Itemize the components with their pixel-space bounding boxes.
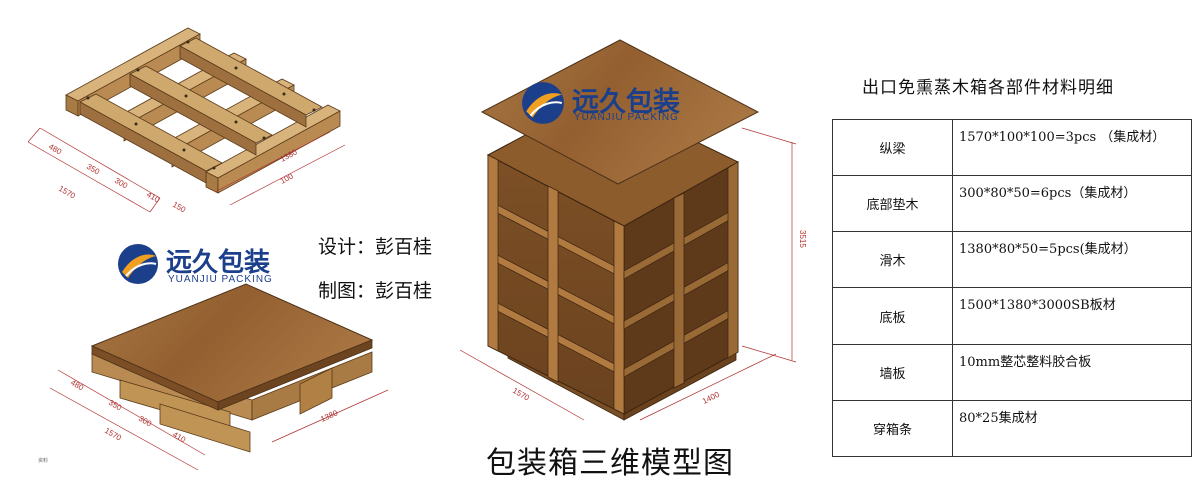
crate-lid (480, 39, 760, 185)
drafter-credit: 制图：彭百桂 (318, 280, 433, 302)
decked-pallet-drawing (49, 283, 389, 471)
logo-text-en: YUANJIU PACKING (168, 274, 273, 285)
designer-credit: 设计：彭百桂 (318, 236, 433, 258)
bom-part-cell: 穿箱条 (832, 399, 953, 458)
bom-part-cell: 底板 (832, 287, 953, 345)
dim-label: 1570 (57, 184, 77, 201)
bom-spec-cell: 300*80*50=6pcs（集成材） (952, 175, 1192, 233)
dim-label: 150 (171, 200, 188, 215)
dim-label: 350 (85, 162, 102, 177)
dim-label: 480 (69, 378, 86, 393)
bom-table: 纵梁 1570*100*100=3pcs （集成材） 底部垫木 300*80*5… (832, 118, 1192, 458)
dim-label: 410 (145, 190, 162, 205)
logo-text-en: YUANJIU PACKING (574, 112, 679, 123)
swoosh-icon (522, 82, 564, 124)
bom-spec-cell: 10mm整芯整料胶合板 (952, 343, 1192, 401)
dim-label: 350 (107, 398, 124, 413)
skid-beam (179, 37, 323, 128)
crate-battens-side (623, 161, 739, 389)
table-row: 底部垫木 300*80*50=6pcs（集成材） (832, 175, 1192, 233)
table-row: 滑木 1380*80*50=5pcs(集成材） (832, 231, 1192, 289)
swoosh-icon (118, 244, 158, 284)
pallet-deck-edge (217, 339, 373, 411)
small-mark: 资料 (38, 457, 48, 464)
bom-spec-cell: 1570*100*100=3pcs （集成材） (952, 118, 1192, 177)
logo-text-cn: 远久包装 (572, 87, 680, 118)
skid-beam (129, 65, 273, 156)
dim-label: 300 (137, 414, 154, 429)
brand-logo-on-lid: 远久包装 YUANJIU PACKING (520, 80, 720, 130)
dim-label: 100 (279, 171, 295, 185)
dim-label: 1380 (319, 408, 339, 424)
dim-label: 1570 (103, 426, 123, 443)
table-row: 穿箱条 80*25集成材 (832, 399, 1192, 458)
skid-bolts (86, 40, 316, 170)
dim-label: 300 (113, 176, 130, 191)
crate-drawing (459, 39, 797, 421)
table-row: 墙板 10mm整芯整料胶合板 (832, 343, 1192, 401)
skid-runner (205, 104, 341, 194)
brand-logo: 远久包装 YUANJIU PACKING (116, 240, 306, 290)
skid-dimension-lines (27, 127, 346, 213)
bom-spec-cell: 80*25集成材 (952, 399, 1192, 458)
bom-part-cell: 滑木 (832, 231, 953, 289)
bom-part-cell: 墙板 (832, 343, 953, 401)
crate-battens-front (487, 154, 625, 415)
bom-part-cell: 纵梁 (832, 118, 953, 177)
pallet-skid (159, 403, 251, 453)
bom-title: 出口免熏蒸木箱各部件材料明细 (862, 78, 1114, 98)
dim-label: 1400 (701, 390, 721, 406)
skid-beam (79, 93, 223, 184)
crate-dimension-lines (459, 127, 797, 421)
table-row: 底板 1500*1380*3000SB板材 (832, 287, 1192, 345)
skid-frame-drawing (27, 27, 346, 213)
pallet-skid (299, 367, 333, 415)
dim-label: 3515 (798, 230, 807, 248)
logo-text-cn: 远久包装 (166, 248, 271, 278)
bom-spec-cell: 1500*1380*3000SB板材 (952, 287, 1192, 345)
main-title: 包装箱三维模型图 (486, 446, 734, 481)
table-row: 纵梁 1570*100*100=3pcs （集成材） (832, 118, 1192, 177)
bom-spec-cell: 1380*80*50=5pcs(集成材） (952, 231, 1192, 289)
bom-part-cell: 底部垫木 (832, 175, 953, 233)
pallet-dimension-lines (49, 369, 389, 471)
